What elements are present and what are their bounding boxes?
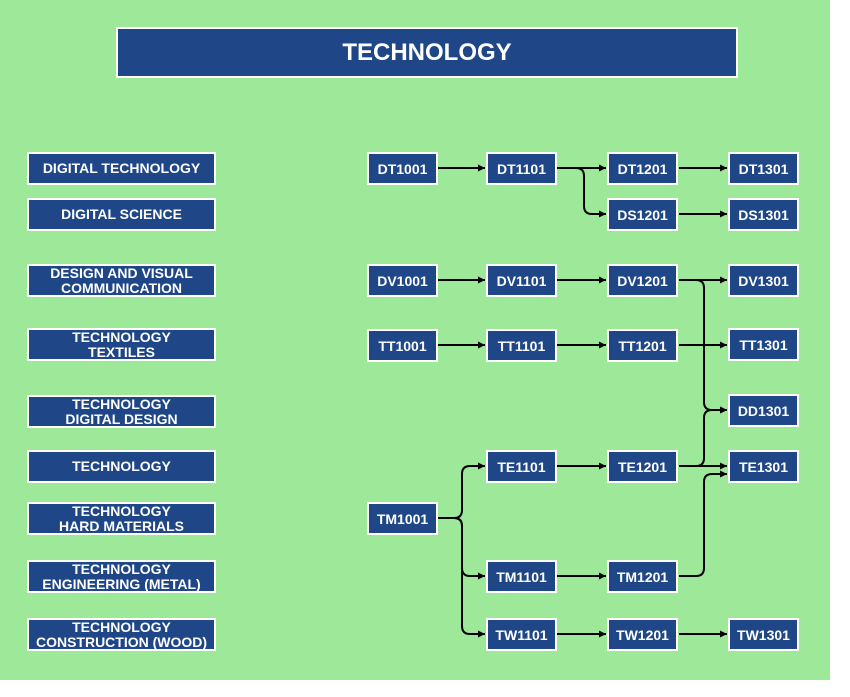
course-tm1101: TM1101 bbox=[486, 560, 557, 593]
course-dt1201: DT1201 bbox=[607, 152, 678, 185]
subject-line: DIGITAL TECHNOLOGY bbox=[42, 160, 201, 176]
diagram-canvas: TECHNOLOGY DIGITAL TECHNOLOGY DIGITAL SC… bbox=[0, 0, 830, 680]
subject-technology-construction-wood: TECHNOLOGY CONSTRUCTION (WOOD) bbox=[27, 618, 216, 651]
course-te1101: TE1101 bbox=[486, 450, 557, 483]
subject-line: DIGITAL SCIENCE bbox=[61, 206, 182, 222]
course-te1301: TE1301 bbox=[728, 450, 799, 483]
subject-line: TECHNOLOGY bbox=[72, 328, 171, 345]
subject-digital-technology: DIGITAL TECHNOLOGY bbox=[27, 152, 216, 185]
subject-technology-textiles: TECHNOLOGY TEXTILES bbox=[27, 328, 216, 361]
subject-line: HARD MATERIALS bbox=[59, 517, 184, 534]
subject-technology-engineering-metal: TECHNOLOGY ENGINEERING (METAL) bbox=[27, 560, 216, 593]
subject-line: TECHNOLOGY bbox=[72, 618, 171, 635]
page-title: TECHNOLOGY bbox=[116, 27, 738, 78]
subject-digital-science: DIGITAL SCIENCE bbox=[27, 198, 216, 231]
subject-line: DESIGN AND VISUAL bbox=[50, 264, 193, 281]
course-ds1301: DS1301 bbox=[728, 198, 799, 231]
course-tw1201: TW1201 bbox=[607, 618, 678, 651]
subject-design-visual-communication: DESIGN AND VISUAL COMMUNICATION bbox=[27, 264, 216, 297]
course-connectors bbox=[438, 164, 727, 638]
course-tm1201: TM1201 bbox=[607, 560, 678, 593]
subject-line: TECHNOLOGY bbox=[72, 560, 171, 577]
course-dt1301: DT1301 bbox=[728, 152, 799, 185]
subject-line: DIGITAL DESIGN bbox=[65, 410, 178, 427]
arrow-tm1201-te1301 bbox=[679, 470, 727, 577]
course-dv1001: DV1001 bbox=[367, 264, 438, 297]
course-tw1301: TW1301 bbox=[728, 618, 799, 651]
arrow-dt1101-ds1201 bbox=[557, 167, 606, 218]
course-te1201: TE1201 bbox=[607, 450, 678, 483]
arrows-digital bbox=[438, 164, 727, 218]
arrow-te1201-dd1301 bbox=[679, 406, 727, 467]
course-tw1101: TW1101 bbox=[486, 618, 557, 651]
arrow-tm1001-te1101 bbox=[438, 462, 485, 519]
course-dt1001: DT1001 bbox=[367, 152, 438, 185]
subject-line: CONSTRUCTION (WOOD) bbox=[35, 633, 208, 650]
subject-technology-digital-design: TECHNOLOGY DIGITAL DESIGN bbox=[27, 395, 216, 428]
course-tt1001: TT1001 bbox=[367, 329, 438, 362]
subject-line: TECHNOLOGY bbox=[72, 395, 171, 412]
subject-line: TEXTILES bbox=[88, 343, 155, 360]
course-dv1301: DV1301 bbox=[728, 264, 799, 297]
course-dv1101: DV1101 bbox=[486, 264, 557, 297]
subject-line: ENGINEERING (METAL) bbox=[42, 575, 201, 592]
course-tt1301: TT1301 bbox=[728, 328, 799, 361]
course-tt1201: TT1201 bbox=[607, 329, 678, 362]
course-dd1301: DD1301 bbox=[728, 394, 799, 427]
subject-technology: TECHNOLOGY bbox=[27, 450, 216, 483]
subject-technology-hard-materials: TECHNOLOGY HARD MATERIALS bbox=[27, 502, 216, 535]
arrows-design bbox=[438, 276, 727, 414]
course-tt1101: TT1101 bbox=[486, 329, 557, 362]
arrow-tm1001-tw1101 bbox=[438, 517, 485, 638]
subject-line: COMMUNICATION bbox=[60, 279, 183, 296]
course-ds1201: DS1201 bbox=[607, 198, 678, 231]
subject-line: TECHNOLOGY bbox=[72, 502, 171, 519]
course-tm1001: TM1001 bbox=[367, 502, 438, 535]
arrows-technology bbox=[438, 406, 727, 638]
subject-line: TECHNOLOGY bbox=[72, 458, 171, 474]
course-dv1201: DV1201 bbox=[607, 264, 678, 297]
course-dt1101: DT1101 bbox=[486, 152, 557, 185]
